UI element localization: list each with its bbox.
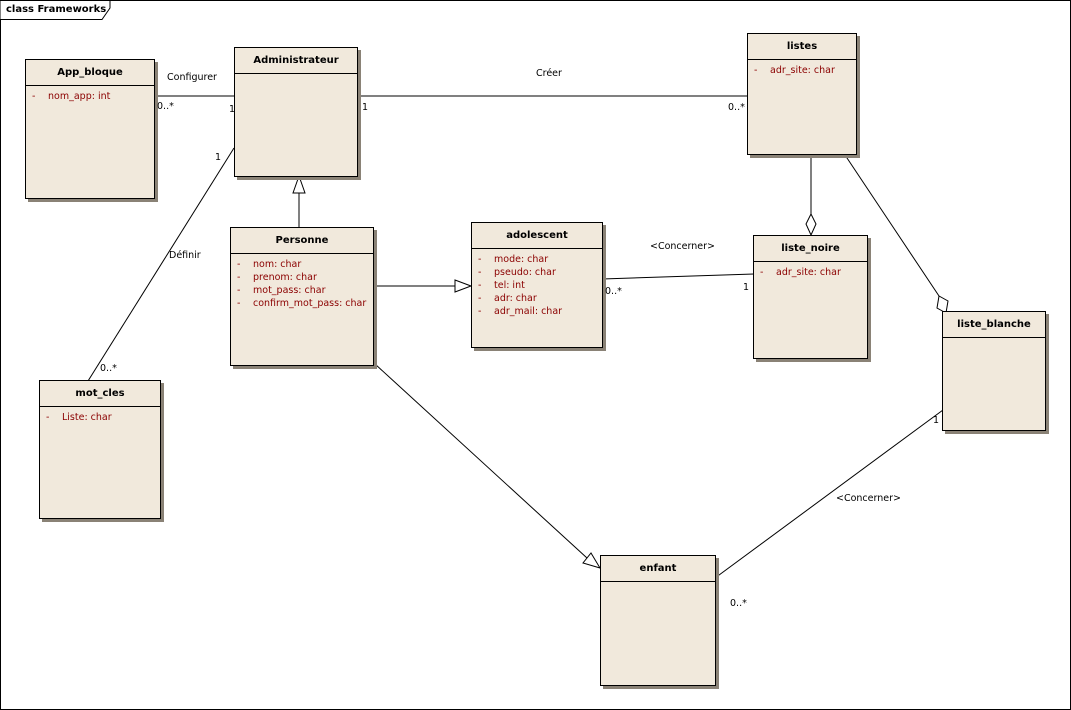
- assoc-definir-line: [87, 147, 235, 382]
- generalization-personne-enfant-line: [374, 363, 588, 559]
- attribute-row: -mode: char: [478, 254, 549, 265]
- class-mot-cles[interactable]: mot_cles -Liste: char: [39, 380, 161, 519]
- attribute-row: -adr_site: char: [760, 267, 841, 278]
- class-name: Personne: [231, 228, 373, 254]
- assoc-concerner-noire-line: [601, 273, 755, 280]
- attribute-row: -Liste: char: [46, 412, 112, 423]
- attribute-row: -confirm_mot_pass: char: [237, 298, 367, 309]
- class-name: Administrateur: [235, 48, 357, 74]
- generalization-arrowhead-admin: [292, 174, 306, 194]
- generalization-arrowhead-enfant: [582, 552, 602, 569]
- class-name: liste_noire: [754, 236, 867, 262]
- class-name: mot_cles: [40, 381, 160, 407]
- label-configurer: Configurer: [167, 72, 217, 83]
- aggregation-diamond-noire: [805, 212, 817, 237]
- class-name: liste_blanche: [943, 312, 1045, 338]
- class-name: listes: [748, 34, 856, 60]
- attribute-row: -adr_site: char: [754, 65, 835, 76]
- class-personne[interactable]: Personne -nom: char -prenom: char -mot_p…: [230, 227, 374, 366]
- attribute-row: -pseudo: char: [478, 267, 556, 278]
- class-adolescent[interactable]: adolescent -mode: char -pseudo: char -te…: [471, 222, 603, 348]
- attribute-row: -tel: int: [478, 280, 525, 291]
- multiplicity-admin-app: 1: [229, 104, 236, 115]
- label-definir: Définir: [169, 250, 201, 261]
- multiplicity-admin-motcles: 1: [215, 152, 222, 163]
- class-liste-noire[interactable]: liste_noire -adr_site: char: [753, 235, 868, 359]
- attribute-row: -adr: char: [478, 293, 537, 304]
- multiplicity-mot-cles: 0..*: [100, 363, 117, 374]
- assoc-concerner-blanche-line: [714, 409, 944, 579]
- label-concerner-noire: <Concerner>: [650, 241, 715, 252]
- class-liste-blanche[interactable]: liste_blanche: [942, 311, 1046, 431]
- class-listes[interactable]: listes -adr_site: char: [747, 33, 857, 155]
- multiplicity-liste-noire: 1: [743, 282, 750, 293]
- attribute-row: -prenom: char: [237, 272, 317, 283]
- multiplicity-liste-blanche: 1: [933, 415, 940, 426]
- multiplicity-app-bloque: 0..*: [157, 101, 174, 112]
- class-name: App_bloque: [26, 60, 154, 86]
- frame-title: class Frameworks: [6, 4, 107, 15]
- class-enfant[interactable]: enfant: [600, 555, 716, 686]
- multiplicity-adolescent: 0..*: [605, 286, 622, 297]
- frame-title-tab: [0, 0, 111, 20]
- class-app-bloque[interactable]: App_bloque -nom_app: int: [25, 59, 155, 199]
- multiplicity-enfant: 0..*: [730, 598, 747, 609]
- label-concerner-blanche: <Concerner>: [836, 493, 901, 504]
- aggregation-listes-blanche-line: [844, 154, 940, 297]
- attribute-row: -adr_mail: char: [478, 306, 563, 317]
- class-administrateur[interactable]: Administrateur: [234, 47, 358, 177]
- label-creer: Créer: [536, 68, 562, 79]
- multiplicity-admin-listes: 1: [362, 102, 369, 113]
- attribute-row: -mot_pass: char: [237, 285, 326, 296]
- attribute-row: -nom_app: int: [32, 91, 111, 102]
- generalization-arrowhead-ado: [454, 279, 473, 293]
- attribute-row: -nom: char: [237, 259, 302, 270]
- class-name: enfant: [601, 556, 715, 582]
- class-name: adolescent: [472, 223, 602, 249]
- multiplicity-listes: 0..*: [728, 102, 745, 113]
